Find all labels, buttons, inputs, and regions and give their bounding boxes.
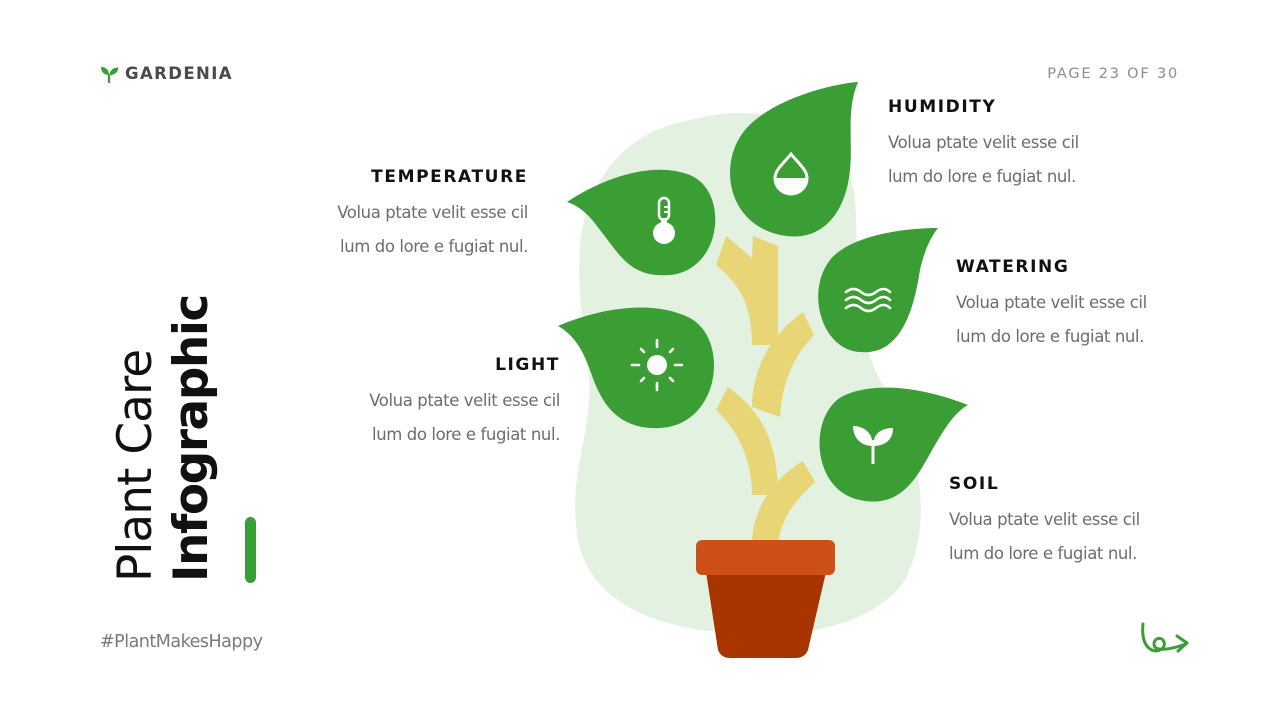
info-title: TEMPERATURE (371, 167, 528, 187)
info-humidity: HUMIDITY Volua ptate velit esse cil lum … (888, 97, 1079, 194)
hashtag: #PlantMakesHappy (100, 632, 263, 652)
flower-pot (696, 540, 835, 658)
curly-arrow-right-icon[interactable] (1138, 620, 1192, 656)
info-text-line: Volua ptate velit esse cil (888, 133, 1079, 152)
info-text-line: lum do lore e fugiat nul. (949, 544, 1137, 563)
accent-bar (245, 517, 256, 583)
info-text-line: Volua ptate velit esse cil (956, 293, 1147, 312)
thermometer-icon (653, 196, 675, 244)
leaf-light (558, 307, 714, 429)
plant-stem (716, 236, 815, 545)
seedling-icon (853, 426, 893, 464)
info-title: LIGHT (495, 355, 560, 375)
waves-icon (844, 287, 892, 313)
info-text-line: Volua ptate velit esse cil (369, 391, 560, 410)
brand-logo: GARDENIA (100, 64, 233, 83)
water-drop-icon (773, 151, 809, 196)
info-watering: WATERING Volua ptate velit esse cil lum … (956, 257, 1147, 354)
sun-icon (630, 338, 684, 392)
info-soil: SOIL Volua ptate velit esse cil lum do l… (949, 474, 1140, 571)
leaf-soil (819, 387, 968, 502)
info-title: WATERING (956, 257, 1070, 277)
leaf-temperature (567, 169, 716, 276)
brand-name: GARDENIA (125, 64, 233, 83)
info-light: LIGHT Volua ptate velit esse cil lum do … (369, 355, 560, 452)
sprout-icon (101, 66, 119, 83)
info-text-line: Volua ptate velit esse cil (949, 510, 1140, 529)
info-text-line: lum do lore e fugiat nul. (340, 237, 528, 256)
page-indicator: PAGE 23 OF 30 (1047, 66, 1179, 82)
info-temperature: TEMPERATURE Volua ptate velit esse cil l… (337, 167, 528, 264)
info-text-line: Volua ptate velit esse cil (337, 203, 528, 222)
info-text-line: lum do lore e fugiat nul. (956, 327, 1144, 346)
info-title: HUMIDITY (888, 97, 997, 117)
info-title: SOIL (949, 474, 1000, 494)
info-text-line: lum do lore e fugiat nul. (888, 167, 1076, 186)
info-text-line: lum do lore e fugiat nul. (372, 425, 560, 444)
